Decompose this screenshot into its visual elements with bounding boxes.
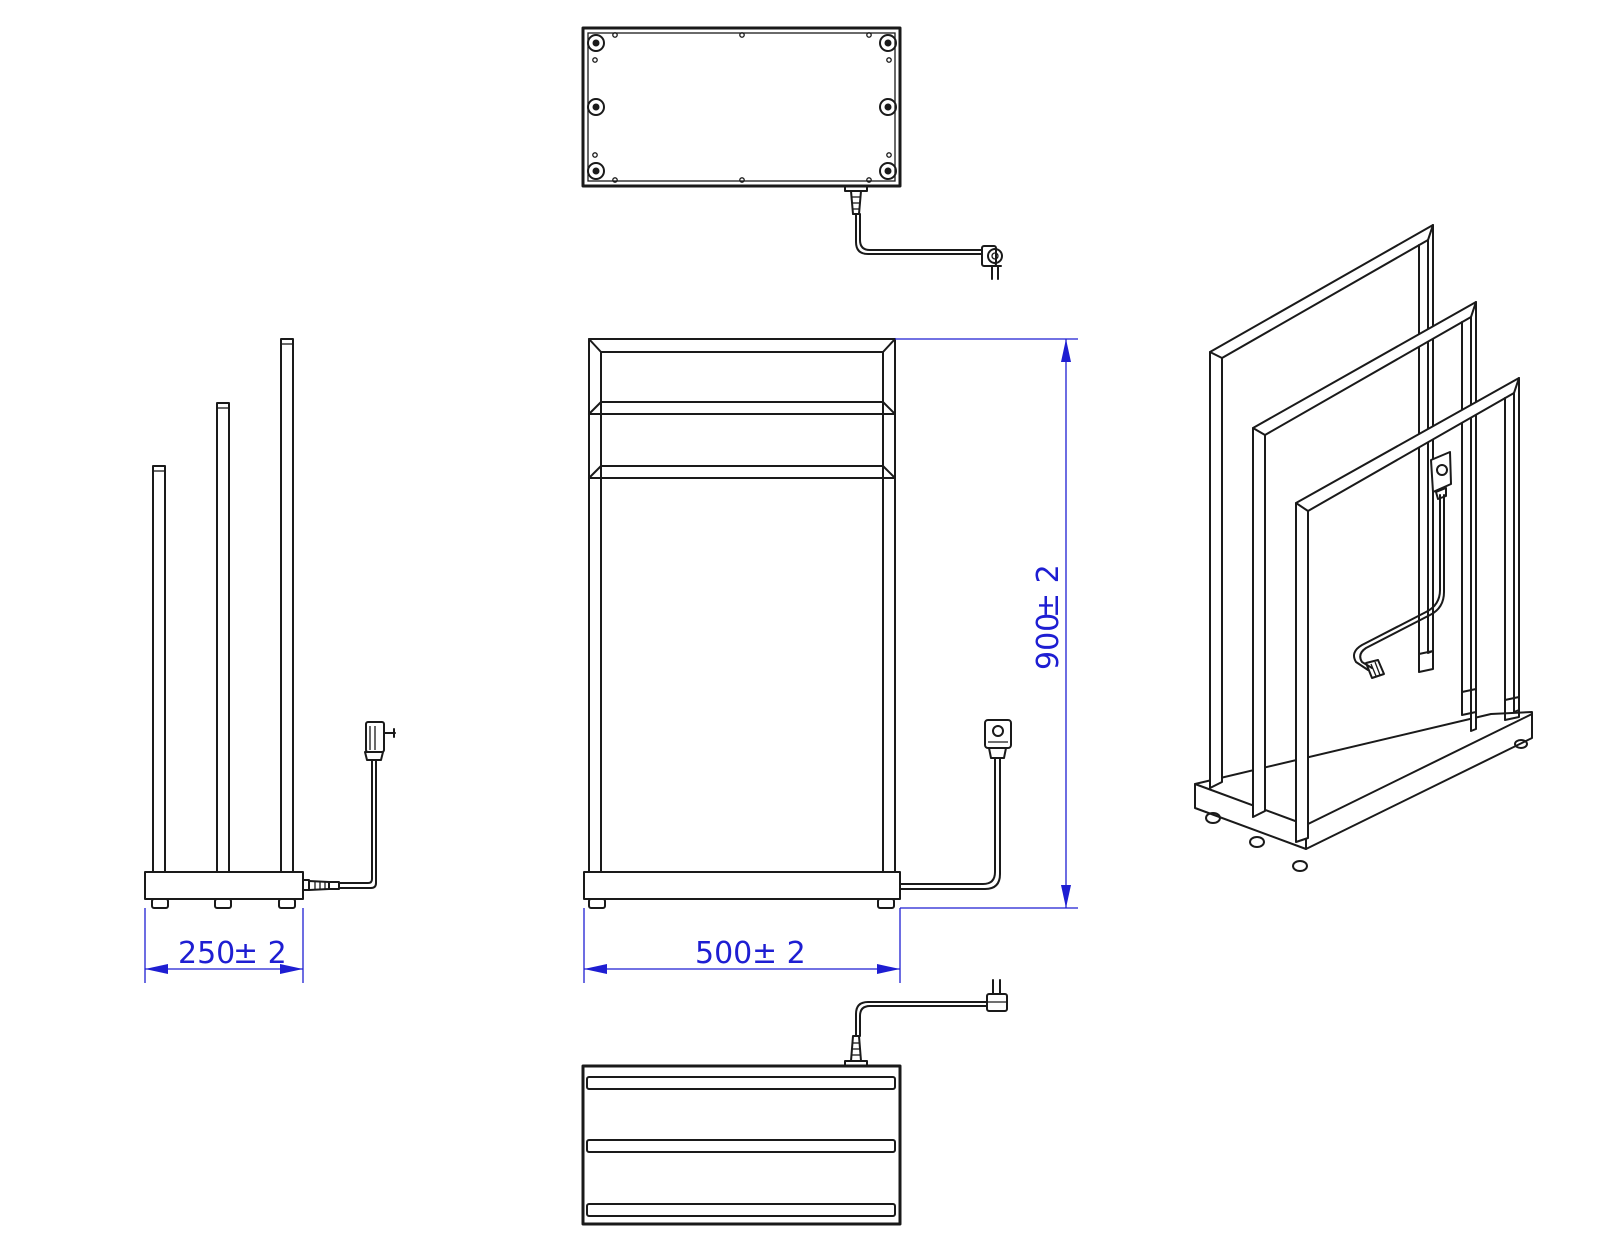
dimension-height: 900 ± 2	[895, 338, 1078, 909]
front-frame	[588, 338, 896, 873]
side-feet	[151, 898, 296, 909]
iso-base	[1194, 711, 1533, 850]
side-base	[144, 871, 304, 900]
isometric-view	[1194, 224, 1533, 872]
power-cord-bottom-view	[844, 185, 983, 255]
side-bars	[152, 338, 294, 873]
front-feet	[588, 898, 895, 909]
top-view	[581, 979, 1008, 1226]
height-value: 900	[1031, 613, 1066, 670]
dimension-width: 500 ± 2	[583, 908, 901, 983]
side-view	[144, 338, 396, 909]
depth-value: 250	[178, 936, 235, 971]
width-value: 500	[695, 936, 752, 971]
screw-holes	[592, 32, 892, 183]
feet-pads	[587, 34, 897, 180]
plug-icon-side-view	[364, 721, 396, 761]
iso-frame-back	[1209, 224, 1434, 789]
width-tolerance: ± 2	[752, 936, 806, 971]
top-view-bars	[586, 1076, 896, 1217]
power-cord-side-view	[302, 759, 377, 891]
iso-feet	[1205, 739, 1528, 872]
front-base	[583, 871, 901, 900]
plug-icon-iso-view	[1430, 451, 1452, 500]
plug-icon-front-view	[984, 719, 1012, 759]
plug-icon-top-view	[986, 979, 1008, 1012]
height-tolerance: ± 2	[1031, 564, 1066, 618]
front-view	[583, 338, 1012, 909]
power-cord-top-view	[844, 1001, 988, 1067]
plug-icon-bottom-view	[981, 245, 1003, 280]
iso-frame-middle	[1252, 301, 1477, 818]
power-cord-front-view	[899, 757, 1001, 890]
power-cord-iso-view	[1353, 494, 1445, 679]
bottom-view	[581, 26, 1003, 280]
depth-tolerance: ± 2	[233, 936, 287, 971]
iso-frame-front	[1295, 377, 1520, 843]
dimension-depth: 250 ± 2	[144, 908, 304, 983]
